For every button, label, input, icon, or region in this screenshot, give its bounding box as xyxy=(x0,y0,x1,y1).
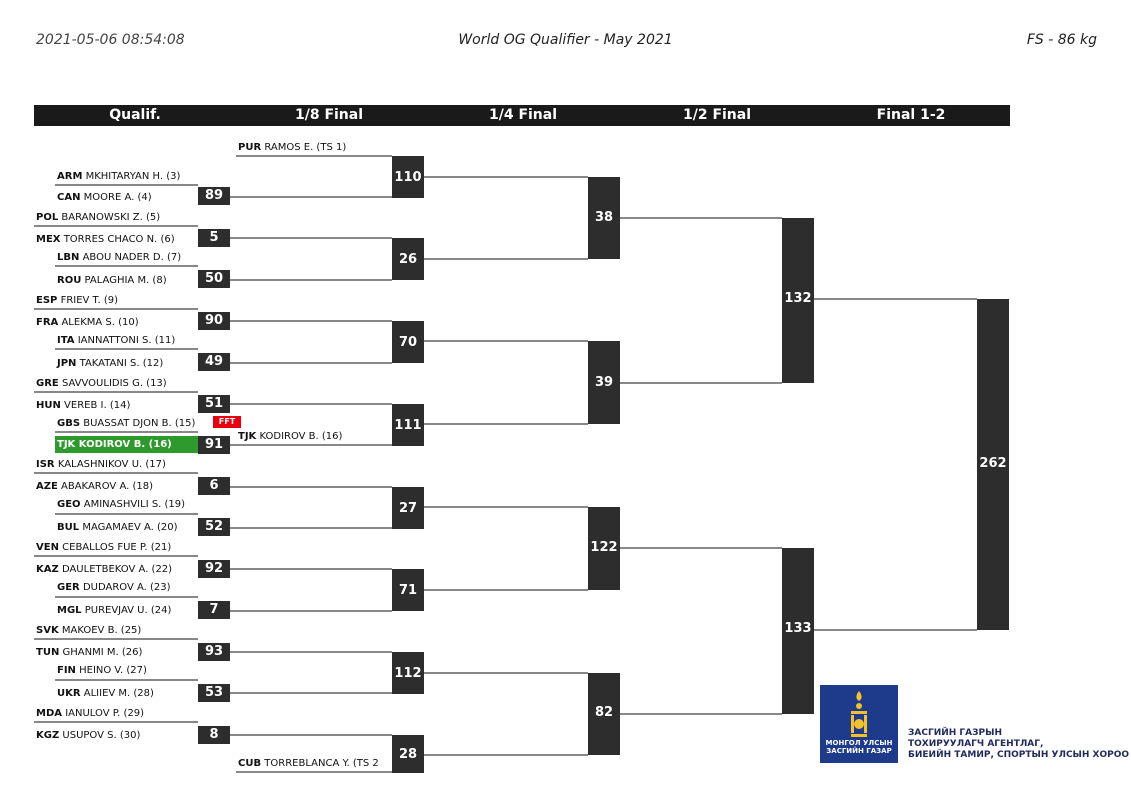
mongolia-government-logo xyxy=(820,685,898,763)
bout-number[interactable]: 133 xyxy=(782,548,814,714)
wrestler-label: TUN GHANMI M. (26) xyxy=(36,647,143,658)
bout-number[interactable]: 110 xyxy=(392,156,424,198)
bout-number[interactable]: 27 xyxy=(392,487,424,529)
bout-number[interactable]: 89 xyxy=(198,187,230,205)
bout-number[interactable]: 8 xyxy=(198,726,230,744)
bout-number[interactable]: 7 xyxy=(198,601,230,619)
round-header-qualif: Qualif. xyxy=(109,107,161,123)
bout-number[interactable]: 70 xyxy=(392,321,424,363)
bout-number[interactable]: 52 xyxy=(198,518,230,536)
wrestler-label: JPN TAKATANI S. (12) xyxy=(57,358,164,369)
wrestler-label: AZE ABAKAROV A. (18) xyxy=(36,481,153,492)
bout-number[interactable]: 5 xyxy=(198,229,230,247)
bout-number[interactable]: 50 xyxy=(198,270,230,288)
round-header-bar: Qualif. 1/8 Final 1/4 Final 1/2 Final Fi… xyxy=(34,105,1010,126)
bout-number[interactable]: 111 xyxy=(392,404,424,446)
logo-caption: МОНГОЛ УЛСЫН ЗАСГИЙН ГАЗАР xyxy=(825,739,893,755)
bout-number[interactable]: 71 xyxy=(392,569,424,611)
wrestler-label: MGL PUREVJAV U. (24) xyxy=(57,605,172,616)
forfeit-badge: FFT xyxy=(213,416,241,428)
bout-number[interactable]: 6 xyxy=(198,477,230,495)
wrestler-label: SVK MAKOEV B. (25) xyxy=(36,625,142,636)
wrestler-label: MEX TORRES CHACO N. (6) xyxy=(36,234,175,245)
bout-number[interactable]: 28 xyxy=(392,735,424,773)
round-header-r16: 1/8 Final xyxy=(294,107,364,123)
round-header-final: Final 1-2 xyxy=(876,107,946,123)
wrestler-label: FIN HEINO V. (27) xyxy=(57,665,147,676)
highlighted-wrestler: TJK KODIROV B. (16) xyxy=(57,439,172,450)
wrestler-label: KGZ USUPOV S. (30) xyxy=(36,730,141,741)
bout-number[interactable]: 92 xyxy=(198,560,230,578)
wrestler-label: GEO AMINASHVILI S. (19) xyxy=(57,499,186,510)
bout-number[interactable]: 122 xyxy=(588,507,620,590)
bout-number[interactable]: 82 xyxy=(588,673,620,755)
wrestler-label: LBN ABOU NADER D. (7) xyxy=(57,252,182,263)
bout-number[interactable]: 91 xyxy=(198,436,230,454)
timestamp: 2021-05-06 08:54:08 xyxy=(36,32,185,48)
bout-number[interactable]: 38 xyxy=(588,177,620,259)
wrestler-label: FRA ALEKMA S. (10) xyxy=(36,317,139,328)
wrestler-label: PUR RAMOS E. (TS 1) xyxy=(238,142,347,153)
wrestler-label: POL BARANOWSKI Z. (5) xyxy=(36,212,161,223)
bout-number[interactable]: 112 xyxy=(392,652,424,694)
wrestler-label: BUL MAGAMAEV A. (20) xyxy=(57,522,178,533)
wrestler-label: VEN CEBALLOS FUE P. (21) xyxy=(36,542,172,553)
highlighted-wrestler-bg xyxy=(55,436,198,453)
wrestler-label: GBS BUASSAT DJON B. (15) xyxy=(57,418,196,429)
organization-name: ЗАСГИЙН ГАЗРЫН ТОХИРУУЛАГЧ АГЕНТЛАГ, БИЕ… xyxy=(908,728,1130,760)
wrestler-label: HUN VEREB I. (14) xyxy=(36,400,131,411)
wrestler-label: GRE SAVVOULIDIS G. (13) xyxy=(36,378,167,389)
bout-number[interactable]: 132 xyxy=(782,218,814,383)
wrestler-label: CAN MOORE A. (4) xyxy=(57,192,152,203)
bout-number[interactable]: 26 xyxy=(392,238,424,280)
bout-number[interactable]: 262 xyxy=(977,299,1009,630)
wrestler-label: ROU PALAGHIA M. (8) xyxy=(57,275,167,286)
wrestler-label: MDA IANULOV P. (29) xyxy=(36,708,145,719)
wrestler-label: ARM MKHITARYAN H. (3) xyxy=(57,171,181,182)
wrestler-label: UKR ALIIEV M. (28) xyxy=(57,688,154,699)
weight-category: FS - 86 kg xyxy=(1026,32,1097,48)
wrestler-label: CUB TORREBLANCA Y. (TS 2 xyxy=(238,758,379,769)
bout-number[interactable]: 39 xyxy=(588,341,620,424)
wrestler-label: ISR KALASHNIKOV U. (17) xyxy=(36,459,166,470)
wrestler-label: TJK KODIROV B. (16) xyxy=(238,431,343,442)
bout-number[interactable]: 90 xyxy=(198,312,230,330)
bout-number[interactable]: 53 xyxy=(198,684,230,702)
bout-number[interactable]: 49 xyxy=(198,353,230,371)
wrestler-label: ITA IANNATTONI S. (11) xyxy=(57,335,176,346)
wrestler-label: ESP FRIEV T. (9) xyxy=(36,295,118,306)
round-header-sf: 1/2 Final xyxy=(682,107,752,123)
wrestler-label: GER DUDAROV A. (23) xyxy=(57,582,171,593)
event-title: World OG Qualifier - May 2021 xyxy=(458,32,673,48)
round-header-qf: 1/4 Final xyxy=(488,107,558,123)
bout-number[interactable]: 93 xyxy=(198,643,230,661)
soyombo-icon xyxy=(851,691,867,737)
bout-number[interactable]: 51 xyxy=(198,395,230,413)
wrestler-label: KAZ DAULETBEKOV A. (22) xyxy=(36,564,173,575)
